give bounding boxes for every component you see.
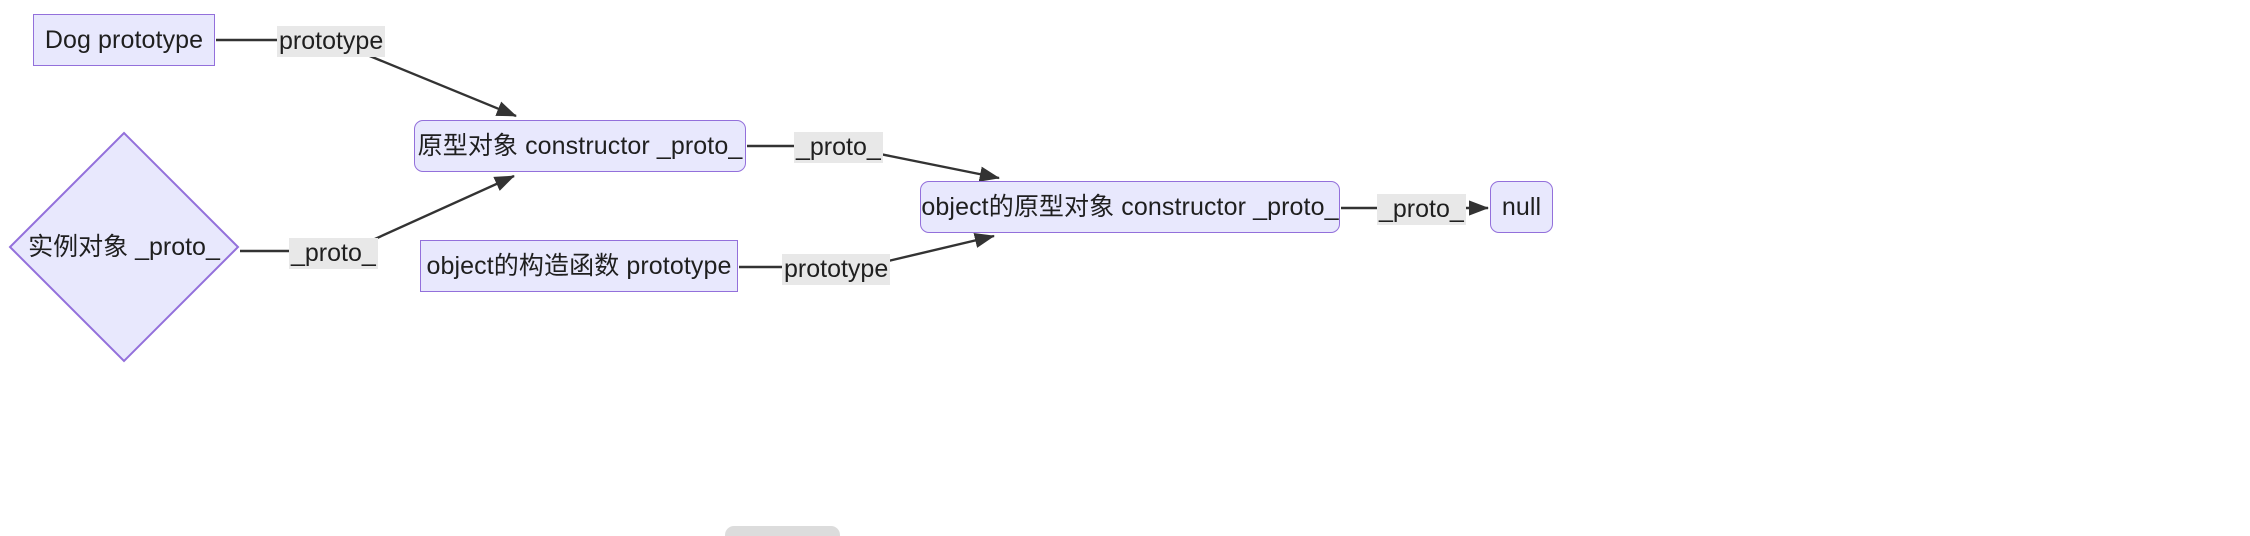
edge-label-prototype-dog: prototype bbox=[277, 26, 386, 57]
node-null-label: null bbox=[1501, 192, 1542, 221]
node-object-proto-object-label: object的原型对象 constructor _proto_ bbox=[921, 192, 1339, 221]
node-instance-object[interactable]: 实例对象 _proto_ bbox=[8, 131, 240, 363]
node-object-proto-object[interactable]: object的原型对象 constructor _proto_ bbox=[920, 181, 1340, 233]
node-proto-object-label: 原型对象 constructor _proto_ bbox=[417, 131, 743, 160]
edge-label-to-proto-object-2 bbox=[365, 174, 515, 245]
edge-label-proto-null: _proto_ bbox=[1377, 194, 1466, 225]
node-dog-prototype-label: Dog prototype bbox=[44, 25, 204, 54]
edge-label-to-object-proto-2 bbox=[883, 232, 995, 264]
edge-label-proto-protoobject: _proto_ bbox=[794, 132, 883, 163]
node-proto-object[interactable]: 原型对象 constructor _proto_ bbox=[414, 120, 746, 172]
edge-label-prototype-objectconstructor: prototype bbox=[782, 254, 891, 285]
node-null[interactable]: null bbox=[1490, 181, 1553, 233]
node-object-constructor[interactable]: object的构造函数 prototype bbox=[420, 240, 738, 292]
bottom-partial-control[interactable] bbox=[725, 526, 840, 536]
node-dog-prototype[interactable]: Dog prototype bbox=[33, 14, 215, 66]
edge-label-to-proto-object bbox=[359, 50, 517, 118]
diamond-shape bbox=[8, 131, 240, 363]
edge-label-to-object-proto bbox=[869, 150, 1000, 182]
edge-label-proto-instance: _proto_ bbox=[289, 238, 378, 269]
node-object-constructor-label: object的构造函数 prototype bbox=[426, 251, 732, 280]
node-instance-object-label: 实例对象 _proto_ bbox=[28, 232, 220, 261]
